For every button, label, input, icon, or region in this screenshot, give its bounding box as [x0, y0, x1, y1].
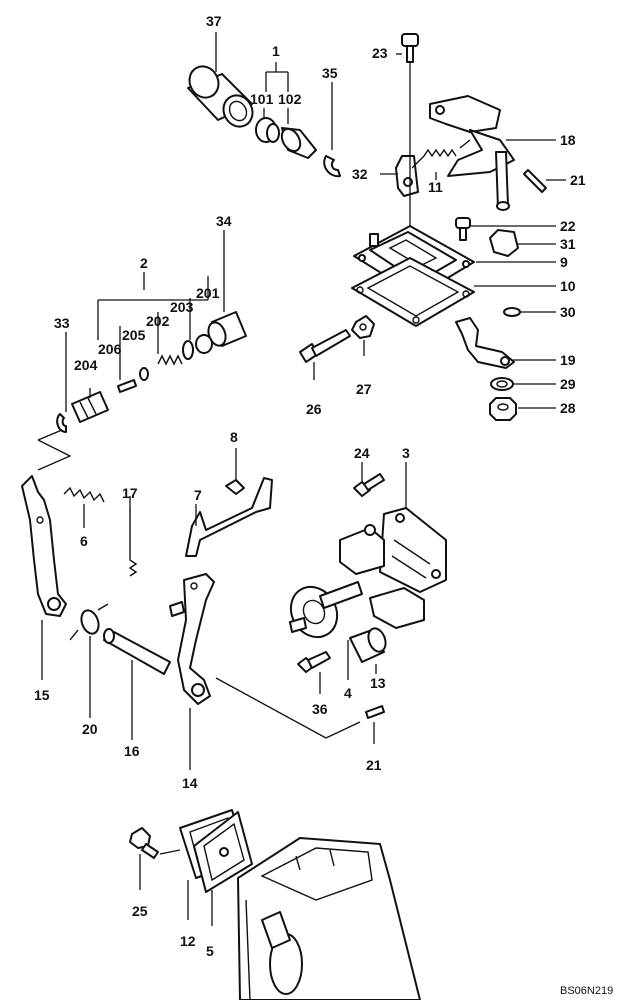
callout-34: 34 [216, 213, 232, 229]
callout-8: 8 [230, 429, 238, 445]
callout-19: 19 [560, 352, 576, 368]
callout-21-top: 21 [570, 172, 586, 188]
part-4-shaft [289, 581, 363, 639]
callout-31: 31 [560, 236, 576, 252]
callout-24: 24 [354, 445, 370, 461]
callout-4: 4 [344, 685, 352, 701]
part-37-sleeve [187, 65, 254, 128]
callout-21-bottom: 21 [366, 757, 382, 773]
part-202-spring [157, 354, 183, 366]
callout-102: 102 [278, 91, 302, 107]
part-8-clip [225, 479, 245, 495]
callout-23: 23 [372, 45, 388, 61]
part-14-lever [169, 573, 215, 705]
part-35-ring [323, 155, 341, 178]
callout-201: 201 [196, 285, 220, 301]
part-6-spring [63, 486, 105, 503]
callout-16: 16 [124, 743, 140, 759]
callout-12: 12 [180, 933, 196, 949]
callout-101: 101 [250, 91, 274, 107]
part-13-roller [349, 627, 387, 663]
callout-206: 206 [98, 341, 122, 357]
part-30-pin [503, 307, 521, 317]
part-32-lever [395, 155, 419, 197]
part-5-cover [193, 811, 253, 893]
part-102-shaft [280, 127, 317, 159]
part-101-nut [255, 117, 280, 143]
callout-33: 33 [54, 315, 70, 331]
callout-1: 1 [272, 43, 280, 59]
callout-7: 7 [194, 487, 202, 503]
part-31-cap [489, 229, 519, 257]
callout-6: 6 [80, 533, 88, 549]
callout-5: 5 [206, 943, 214, 959]
part-20-spring [69, 603, 109, 641]
callout-35: 35 [322, 65, 338, 81]
callout-28: 28 [560, 400, 576, 416]
callout-2: 2 [140, 255, 148, 271]
part-17-spring [128, 508, 138, 577]
callout-3: 3 [402, 445, 410, 461]
part-201-nut [195, 334, 213, 354]
callout-27: 27 [356, 381, 372, 397]
part-21-pin-bottom [365, 705, 385, 719]
part-206-pin [117, 379, 137, 393]
callout-202: 202 [146, 313, 170, 329]
callout-20: 20 [82, 721, 98, 737]
part-25-bolt [129, 827, 159, 859]
callout-13: 13 [370, 675, 386, 691]
callout-22: 22 [560, 218, 576, 234]
drawing-code: BS06N219 [560, 985, 613, 997]
callout-25: 25 [132, 903, 148, 919]
part-27-nut [351, 315, 375, 339]
part-34-sleeve [207, 311, 247, 347]
callout-9: 9 [560, 254, 568, 270]
part-29-washer [490, 377, 514, 391]
callout-203: 203 [170, 299, 194, 315]
part-24-bolt [353, 473, 385, 497]
callout-36: 36 [312, 701, 328, 717]
part-11-spring [411, 139, 471, 169]
part-23-bolt [401, 33, 419, 63]
callout-17: 17 [122, 485, 138, 501]
part-16-shaft [103, 628, 171, 675]
callout-29: 29 [560, 376, 576, 392]
part-21-pin-top [523, 169, 547, 193]
callout-37: 37 [206, 13, 222, 29]
callout-205: 205 [122, 327, 146, 343]
callout-11: 11 [428, 179, 443, 195]
callout-15: 15 [34, 687, 50, 703]
part-3-valve [339, 507, 447, 629]
part-28-nut [489, 397, 517, 421]
engine-block [237, 837, 421, 1000]
callout-30: 30 [560, 304, 576, 320]
part-15-lever [21, 475, 67, 617]
part-203-washer [182, 340, 194, 360]
callout-204: 204 [74, 357, 98, 373]
part-18-bracket [429, 95, 515, 211]
callout-26: 26 [306, 401, 322, 417]
part-33-ring [56, 413, 67, 433]
callout-18: 18 [560, 132, 576, 148]
callout-32: 32 [352, 166, 368, 182]
callout-14: 14 [182, 775, 198, 791]
part-36-bolt [297, 651, 331, 673]
part-205-ring [139, 367, 149, 381]
part-204-shaft [71, 391, 109, 423]
callout-10: 10 [560, 278, 576, 294]
part-10-gasket [351, 257, 475, 327]
part-26-bolt [299, 329, 351, 363]
part-19-lever [455, 317, 515, 369]
part-7-link [185, 477, 273, 557]
part-22-bolt [455, 217, 471, 241]
